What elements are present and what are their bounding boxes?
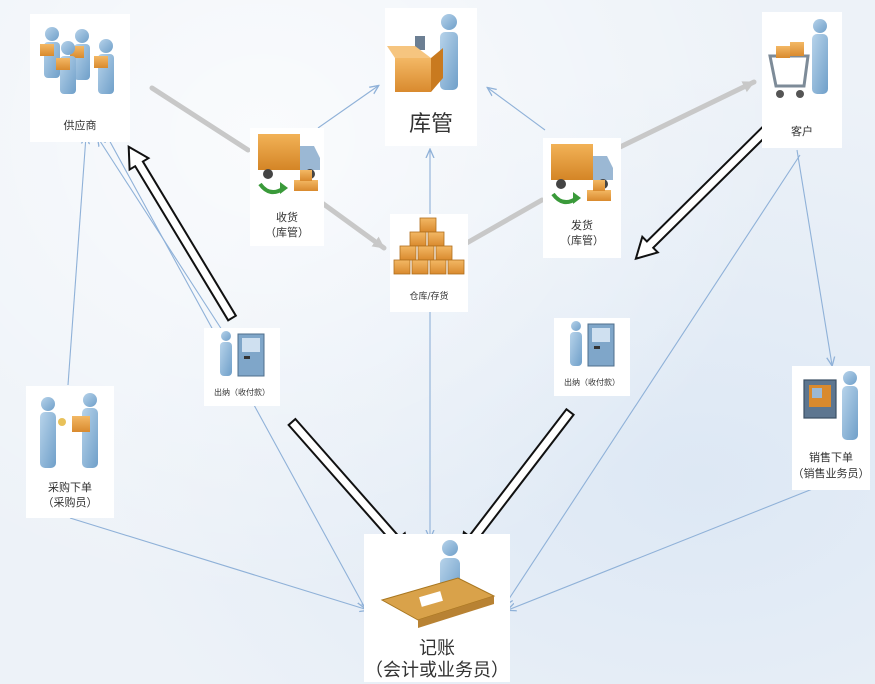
goods-flow-arrows	[149, 79, 757, 251]
warehouse-keeper-icon	[387, 14, 458, 92]
arrow-sales-order-to-bookkeeping	[508, 487, 816, 610]
customer-with-cart-icon	[768, 19, 828, 98]
customer-node: 客户	[762, 12, 842, 148]
thin-flow-arrows	[67, 86, 832, 610]
inventory-label: 仓库/存货	[409, 292, 449, 302]
bookkeeping-accountant-desk-icon	[380, 540, 496, 628]
arrow-customer-to-bookkeeping	[505, 154, 801, 605]
bookkeeping-node: 记账 （会计或业务员）	[364, 534, 510, 682]
gray-arrow-supplier-to-receiving	[149, 85, 251, 153]
arrow-shipping-to-warehouse-keeper	[488, 88, 546, 131]
inventory-box-stack-icon	[393, 217, 465, 275]
shipping-truck-icon	[551, 144, 613, 205]
bookkeeping-role-label: （会计或业务员）	[365, 660, 509, 681]
bookkeeping-label: 记账	[419, 638, 455, 659]
gray-arrow-inventory-to-shipping	[462, 197, 545, 247]
cashier-left-label: 出纳（收付款）	[214, 388, 270, 397]
shipping-node: 发货 （库管）	[543, 138, 621, 258]
receiving-node: 收货 （库管）	[250, 128, 324, 246]
shipping-label: 发货	[571, 219, 593, 232]
supplier-node: 供应商	[30, 14, 130, 142]
purchase-order-role-label: （采购员）	[42, 496, 98, 509]
purchase-order-node: 采购下单 （采购员）	[26, 386, 114, 518]
receiving-truck-icon	[258, 134, 320, 195]
purchase-order-people-icon	[40, 393, 98, 468]
gray-arrow-shipping-to-customer	[615, 79, 757, 151]
cashier-left-icon	[220, 331, 265, 377]
cashier-right-node: 出纳（收付款）	[554, 318, 630, 396]
hollow-arrow-cashier-to-supplier	[127, 144, 238, 322]
gray-arrow-receiving-to-inventory	[315, 197, 387, 251]
money-flow-arrows	[127, 113, 783, 558]
supplier-label: 供应商	[63, 119, 97, 132]
cashier-left-node: 出纳（收付款）	[204, 328, 280, 406]
warehouse-keeper-label: 库管	[408, 112, 453, 137]
supplier-people-with-boxes-icon	[40, 27, 114, 94]
arrow-customer-to-sales-order	[796, 149, 832, 365]
sales-order-label: 销售下单	[809, 451, 853, 464]
warehouse-keeper-node: 库管	[385, 8, 477, 146]
receiving-role-label: （库管）	[265, 226, 309, 239]
receiving-label: 收货	[276, 211, 298, 224]
sales-order-person-icon	[803, 371, 858, 440]
cashier-right-label: 出纳（收付款）	[564, 378, 620, 387]
sales-order-role-label: （销售业务员）	[792, 467, 870, 480]
hollow-arrow-customer-to-cashier	[634, 113, 783, 261]
customer-label: 客户	[791, 125, 813, 138]
arrow-receiving-to-warehouse-keeper	[317, 86, 378, 129]
purchase-order-label: 采购下单	[48, 481, 92, 494]
arrow-purchase-order-to-supplier	[67, 136, 86, 386]
cashier-right-icon	[570, 321, 615, 367]
inventory-node: 仓库/存货	[390, 214, 468, 312]
shipping-role-label: （库管）	[560, 234, 604, 247]
sales-order-node: 销售下单 （销售业务员）	[792, 366, 870, 490]
arrow-purchase-order-to-bookkeeping	[69, 517, 368, 610]
